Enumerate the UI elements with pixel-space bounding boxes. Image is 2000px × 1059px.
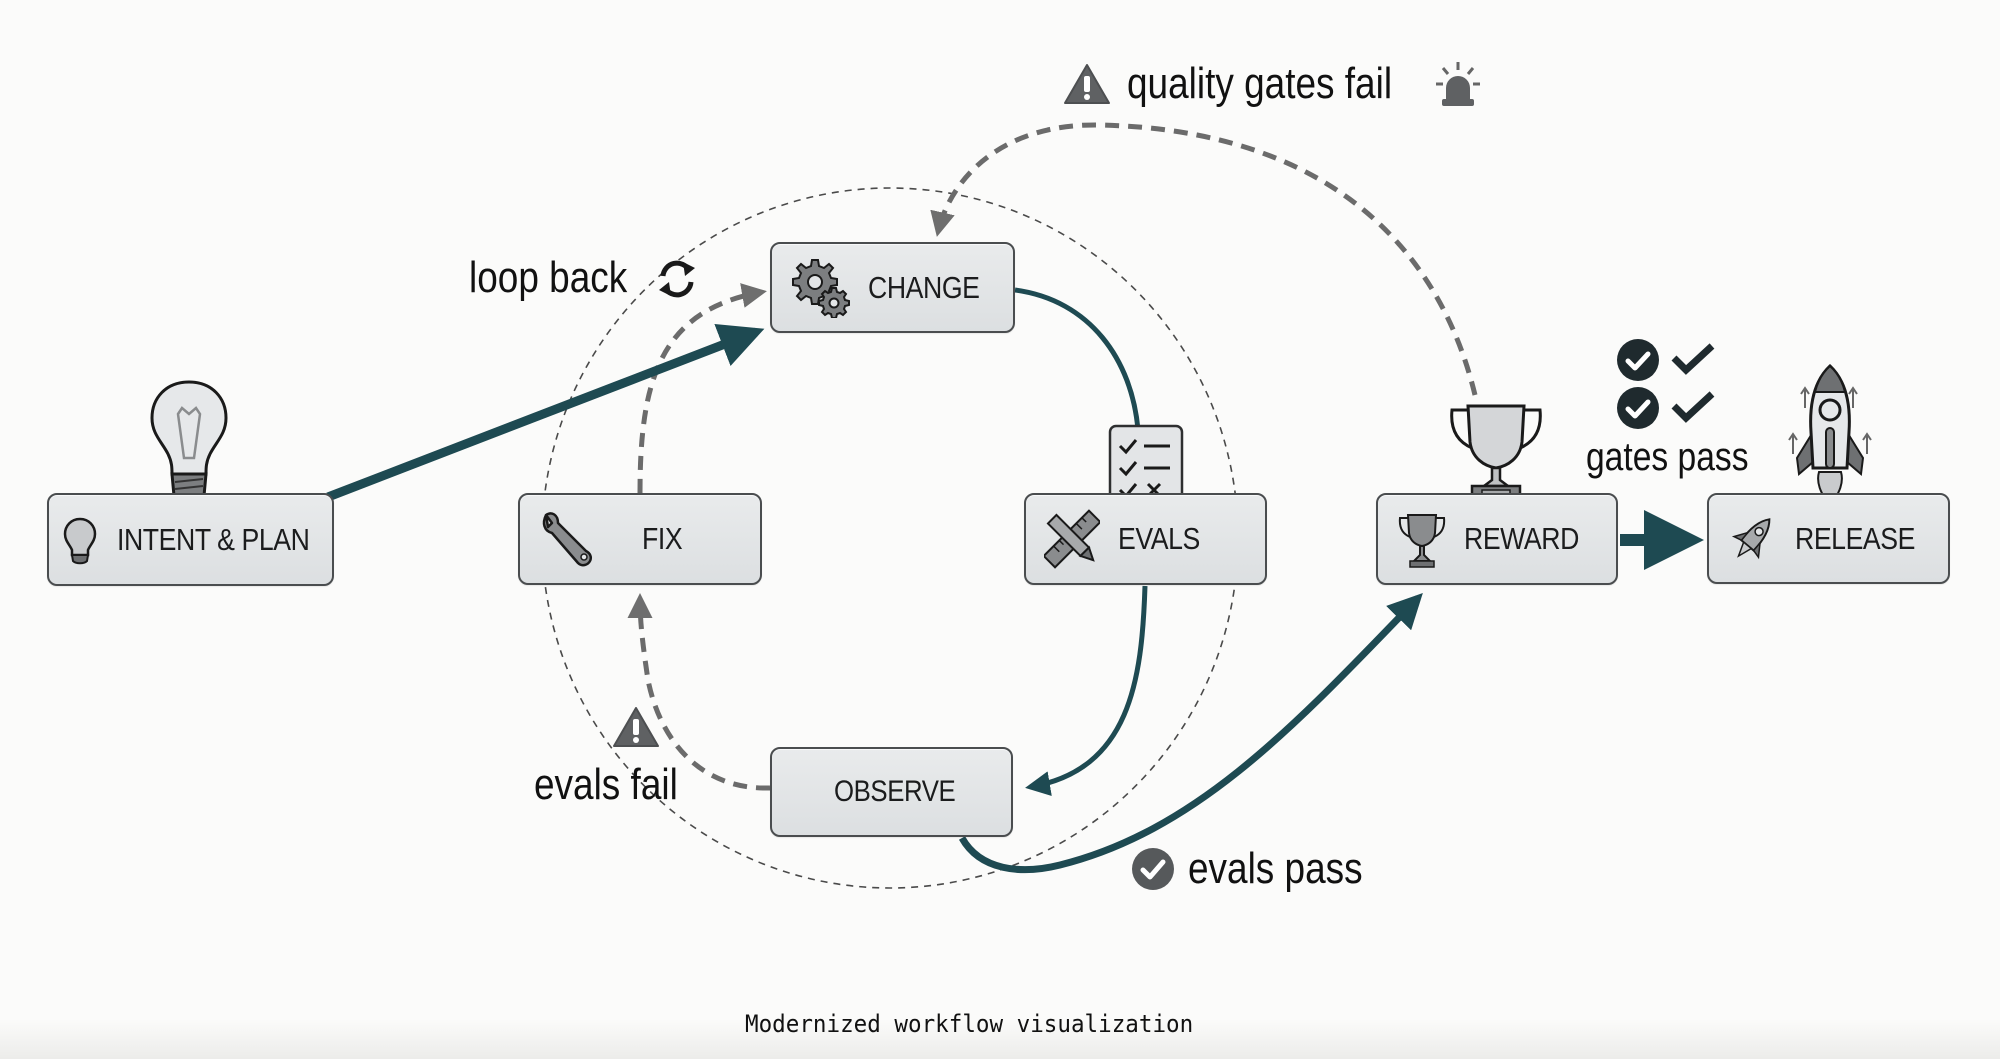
warning-icon <box>1064 64 1110 104</box>
gates-pass-annotation: gates pass <box>1586 335 1756 485</box>
evals-pass-label: evals pass <box>1188 844 1363 893</box>
wrench-icon <box>542 512 593 567</box>
evals-fail-label: evals fail <box>534 760 678 809</box>
node-release[interactable]: RELEASE <box>1707 493 1950 584</box>
loop-back-label: loop back <box>469 253 628 302</box>
edge-change-to-evals <box>1014 287 1141 431</box>
node-reward[interactable]: REWARD <box>1376 493 1618 585</box>
refresh-icon <box>659 260 695 298</box>
double-check-icon <box>1617 339 1715 429</box>
quality-gates-fail-label: quality gates fail <box>1127 59 1393 108</box>
trophy-icon <box>1398 514 1446 568</box>
large-rocket-icon <box>1788 363 1872 511</box>
quality-gates-fail-annotation: quality gates fail <box>1063 60 1483 110</box>
edge-reward-to-change-dashed <box>930 122 1478 396</box>
evals-fail-annotation: evals fail <box>534 705 714 815</box>
node-intent-plan-label: INTENT & PLAN <box>117 521 310 557</box>
node-change-label: CHANGE <box>868 269 980 305</box>
checklist-icon <box>1108 424 1184 512</box>
rocket-icon <box>1731 518 1771 560</box>
node-fix[interactable]: FIX <box>518 493 762 585</box>
node-evals-label: EVALS <box>1118 521 1200 556</box>
diagram-caption: Modernized workflow visualization <box>745 1010 1194 1038</box>
node-change[interactable]: CHANGE <box>770 242 1015 333</box>
edge-observe-to-reward <box>958 592 1423 874</box>
node-evals[interactable]: EVALS <box>1024 493 1267 585</box>
check-circle-icon <box>1132 848 1174 890</box>
node-reward-label: REWARD <box>1464 521 1579 556</box>
node-fix-label: FIX <box>642 521 683 556</box>
evals-pass-annotation: evals pass <box>1130 845 1390 895</box>
node-observe-label: OBSERVE <box>834 775 956 808</box>
gears-icon <box>792 259 850 318</box>
gates-pass-label: gates pass <box>1586 435 1749 479</box>
node-observe[interactable]: OBSERVE <box>770 747 1013 837</box>
pencil-ruler-icon <box>1044 509 1100 569</box>
lightbulb-icon <box>63 517 97 565</box>
edge-fix-to-change-dashed <box>637 283 767 494</box>
bottom-band <box>0 1019 2000 1059</box>
large-lightbulb-icon <box>150 380 228 502</box>
loop-back-annotation: loop back <box>469 256 709 306</box>
edge-evals-to-observe <box>1025 585 1148 796</box>
alarm-light-icon <box>1436 62 1480 106</box>
node-intent-plan[interactable]: INTENT & PLAN <box>47 493 334 586</box>
edge-observe-to-fix-dashed <box>627 593 771 791</box>
edge-intent-to-change <box>326 323 765 502</box>
node-release-label: RELEASE <box>1795 520 1915 556</box>
warning-icon <box>613 707 659 747</box>
